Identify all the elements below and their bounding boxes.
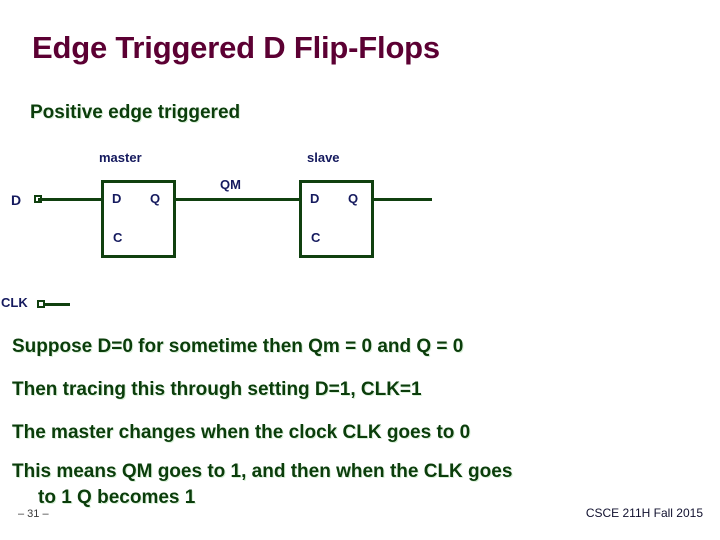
page-title: Edge Triggered D Flip-Flops	[32, 30, 440, 65]
body-line: to 1 Q becomes 1	[38, 487, 196, 508]
qm-net-label: QM	[220, 177, 241, 192]
d-input-terminal	[34, 195, 42, 203]
subtitle-positive-edge-triggered: Positive edge triggered	[30, 102, 241, 123]
body-line: This means QM goes to 1, and then when t…	[12, 461, 513, 482]
footer-course-label: CSCE 211H Fall 2015	[585, 506, 703, 520]
master-block-label: master	[99, 150, 142, 165]
slave-flip-flop-box	[299, 180, 374, 258]
slave-pin-d: D	[310, 191, 320, 206]
wire-master-q-to-slave-d	[175, 198, 301, 201]
slave-block-label: slave	[307, 150, 340, 165]
master-pin-c: C	[113, 230, 123, 245]
wire-slave-q-output	[372, 198, 432, 201]
master-flip-flop-box	[101, 180, 176, 258]
input-clk-label: CLK	[1, 295, 28, 310]
body-line: Then tracing this through setting D=1, C…	[12, 379, 422, 400]
clk-input-terminal	[37, 300, 45, 308]
page-number: – 31 –	[18, 508, 49, 520]
body-line: Suppose D=0 for sometime then Qm = 0 and…	[12, 336, 464, 357]
body-line: The master changes when the clock CLK go…	[12, 422, 471, 443]
master-pin-q: Q	[150, 191, 161, 206]
input-d-label: D	[11, 192, 22, 208]
slave-pin-q: Q	[348, 191, 359, 206]
wire-d-to-master	[38, 198, 103, 201]
slave-pin-c: C	[311, 230, 321, 245]
master-pin-d: D	[112, 191, 122, 206]
wire-clk-stub	[44, 303, 70, 306]
